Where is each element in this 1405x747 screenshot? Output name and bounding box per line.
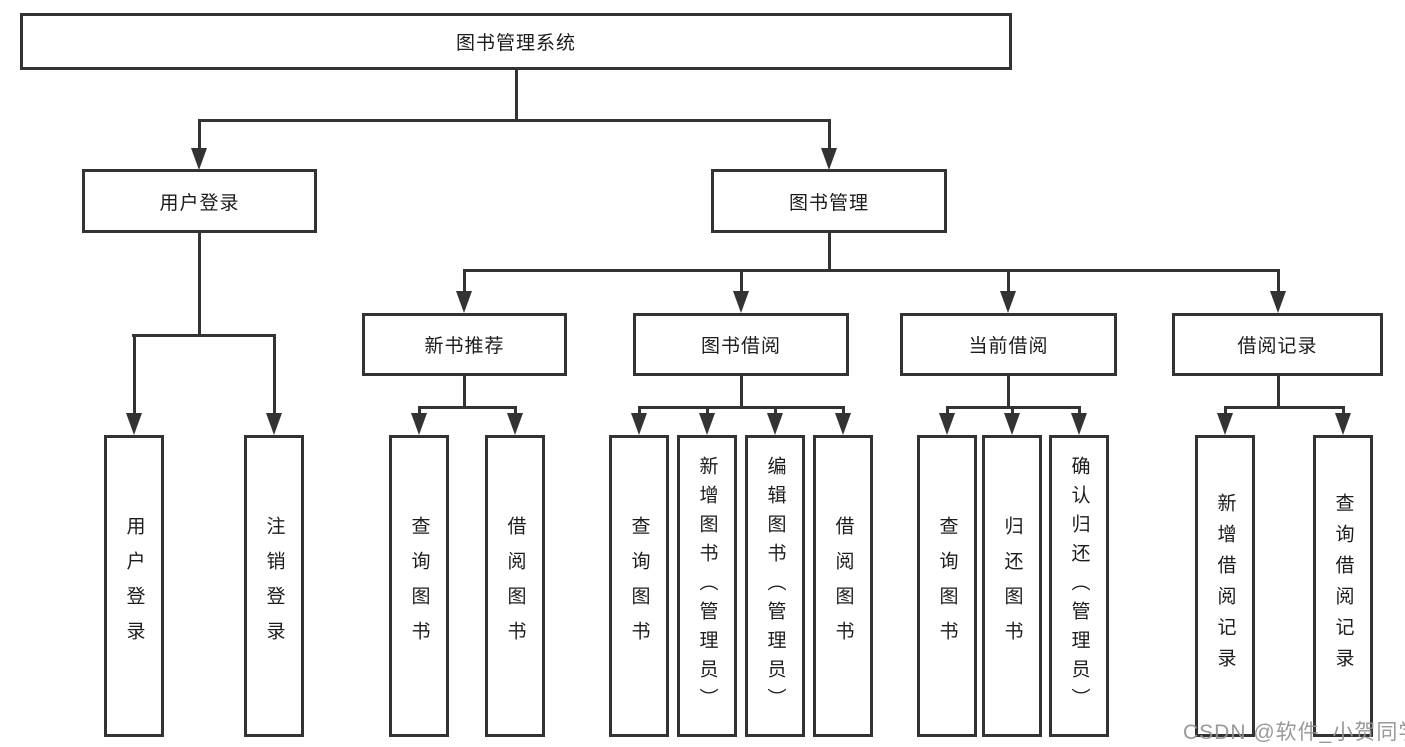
arrow-down-icon [191,148,207,170]
leaf-query-books-recommend: 查询图书 [389,435,449,737]
connector-drop-borrow-record [1277,269,1280,293]
node-label: 新书推荐 [424,336,505,357]
node-label: 借阅图书 [832,516,854,656]
arrow-down-icon [835,413,851,435]
connector-drop [1342,406,1345,415]
node-label: 确认归还（管理员） [1068,455,1090,717]
arrow-down-icon [1000,291,1016,313]
connector-drop-new-book [463,269,466,293]
node-label: 借阅图书 [504,516,526,656]
connector-drop [842,406,845,415]
connector-drop [706,406,709,415]
connector-current-stem [1007,376,1010,408]
connector-drop-login-leaf [133,334,136,415]
node-label: 查询图书 [408,516,430,656]
node-root-library-management-system: 图书管理系统 [20,13,1012,70]
leaf-add-borrow-record: 新增借阅记录 [1195,435,1255,737]
connector-records-stem [1277,376,1280,408]
connector-drop-logout-leaf [273,334,276,415]
node-borrowing-records: 借阅记录 [1172,313,1383,376]
arrow-down-icon [126,413,142,435]
node-label: 图书借阅 [700,336,781,357]
node-label: 查询图书 [936,516,958,656]
arrow-down-icon [699,413,715,435]
leaf-borrow-books-borrowing: 借阅图书 [813,435,873,737]
node-label: 新增借阅记录 [1214,493,1236,679]
leaf-query-borrow-record: 查询借阅记录 [1313,435,1373,737]
leaf-query-books-current: 查询图书 [917,435,977,737]
node-label: 用户登录 [123,516,145,656]
arrow-down-icon [767,413,783,435]
node-book-borrowing: 图书借阅 [633,313,849,376]
node-label: 图书管理系统 [455,33,576,54]
leaf-return-books: 归还图书 [982,435,1042,737]
connector-bookmgmt-stem [828,233,831,271]
node-label: 归还图书 [1001,516,1023,656]
arrow-down-icon [821,148,837,170]
node-label: 新增图书（管理员） [696,455,718,717]
connector-bookmgmt-rail [463,269,1280,272]
node-label: 注销登录 [263,516,285,656]
leaf-add-books-admin: 新增图书（管理员） [677,435,737,737]
arrow-down-icon [733,291,749,313]
leaf-edit-books-admin: 编辑图书（管理员） [745,435,805,737]
connector-drop [1078,406,1081,415]
node-new-book-recommend: 新书推荐 [362,313,567,376]
node-label: 借阅记录 [1237,336,1318,357]
connector-userlogin-rail [132,334,276,337]
arrow-down-icon [1217,413,1233,435]
arrow-down-icon [939,413,955,435]
leaf-logout: 注销登录 [244,435,304,737]
connector-newbook-rail [418,406,517,409]
connector-drop-user-login [198,119,201,151]
arrow-down-icon [1335,413,1351,435]
node-label: 编辑图书（管理员） [764,455,786,717]
connector-records-rail [1224,406,1345,409]
arrow-down-icon [1071,413,1087,435]
connector-drop [638,406,641,415]
arrow-down-icon [266,413,282,435]
csdn-watermark: CSDN @软件_小贺同学 [1183,721,1405,744]
connector-drop [1224,406,1227,415]
connector-drop [514,406,517,415]
connector-root-stem [515,69,518,121]
connector-borrowing-rail [638,406,845,409]
node-label: 图书管理 [788,192,869,214]
connector-drop-current-borrow [1007,269,1010,293]
connector-userlogin-stem [198,233,201,336]
connector-drop [418,406,421,415]
node-current-borrowing: 当前借阅 [900,313,1117,376]
leaf-user-login: 用户登录 [104,435,164,737]
node-label: 当前借阅 [968,336,1049,357]
leaf-query-books-borrowing: 查询图书 [609,435,669,737]
connector-drop-book-management [828,119,831,151]
connector-newbook-stem [463,376,466,408]
connector-drop [1011,406,1014,415]
connector-drop [774,406,777,415]
arrow-down-icon [456,291,472,313]
node-book-management: 图书管理 [711,169,947,233]
arrow-down-icon [507,413,523,435]
arrow-down-icon [411,413,427,435]
leaf-borrow-books-recommend: 借阅图书 [485,435,545,737]
connector-root-rail [198,119,831,122]
connector-drop [946,406,949,415]
arrow-down-icon [631,413,647,435]
node-label: 查询借阅记录 [1332,493,1354,679]
leaf-confirm-return-admin: 确认归还（管理员） [1049,435,1109,737]
node-label: 用户登录 [159,192,240,214]
arrow-down-icon [1004,413,1020,435]
arrow-down-icon [1270,291,1286,313]
connector-drop-book-borrow [740,269,743,293]
node-label: 查询图书 [628,516,650,656]
node-user-login: 用户登录 [82,169,317,233]
connector-borrowing-stem [740,376,743,408]
